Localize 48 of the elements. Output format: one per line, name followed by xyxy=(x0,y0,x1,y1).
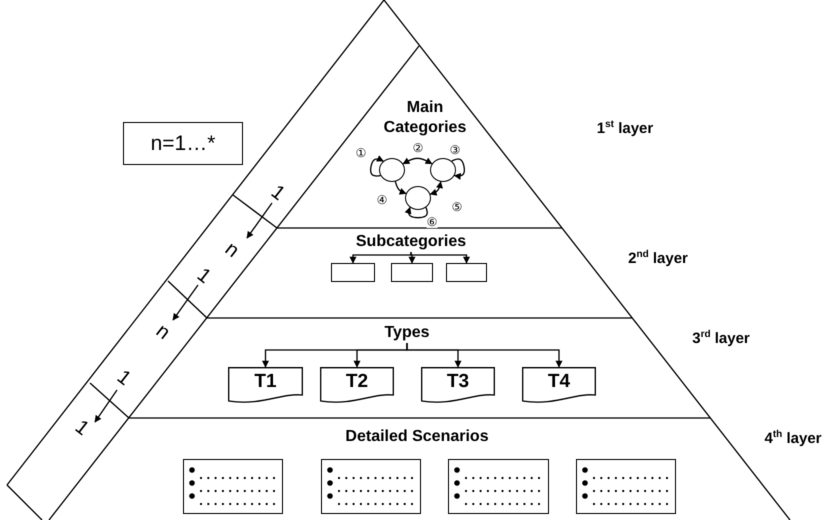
arrow xyxy=(402,158,433,164)
layer-label: 3$^{rd}$ layer xyxy=(692,330,750,346)
subcategory-box xyxy=(391,263,433,282)
arrow xyxy=(406,343,562,368)
cardinality-label: 1 xyxy=(193,264,215,288)
scenario-card xyxy=(183,459,283,514)
type-label: T3 xyxy=(446,371,470,393)
document-shape xyxy=(522,367,596,405)
subcategory-box xyxy=(446,263,487,282)
cardinality-label: n xyxy=(221,238,243,262)
notation-box: n=1…* xyxy=(123,122,243,165)
scenario-card xyxy=(321,459,421,514)
arrow xyxy=(451,158,465,180)
arrow xyxy=(370,155,384,177)
layer-label: 1$^{st}$ layer xyxy=(596,120,654,136)
arrow xyxy=(404,206,428,218)
layer-label: 2$^{nd}$ layer xyxy=(628,250,688,266)
scenario-card xyxy=(576,459,676,514)
cardinality-label: 1 xyxy=(267,182,289,204)
state-circle xyxy=(379,158,405,182)
edge-label: ① xyxy=(356,147,366,159)
type-label: T2 xyxy=(344,371,370,393)
state-circle xyxy=(405,186,431,210)
cardinality-label: 1 xyxy=(71,416,93,440)
scenario-card xyxy=(448,459,549,514)
state-circle xyxy=(430,158,456,182)
arrow xyxy=(394,181,407,195)
document-shape xyxy=(320,367,394,405)
layer-heading: Main Categories xyxy=(365,98,485,138)
layer-label: 4$^{th}$ layer xyxy=(764,430,822,446)
arrow xyxy=(430,181,443,196)
cardinality-label: 1 xyxy=(113,366,135,390)
edge-label: ③ xyxy=(450,144,460,156)
type-label: T4 xyxy=(546,371,572,393)
layer-heading: Detailed Scenarios xyxy=(345,427,489,447)
arrow xyxy=(410,252,470,264)
arrow xyxy=(350,252,412,264)
layer-heading: Subcategories xyxy=(356,232,466,252)
edge-label: ④ xyxy=(376,194,388,206)
edge-label: ② xyxy=(412,142,424,154)
document-shape xyxy=(228,367,303,405)
document-shape xyxy=(421,367,495,405)
type-label: T1 xyxy=(253,371,278,393)
cardinality-label: n xyxy=(152,320,174,344)
edge-label: ⑤ xyxy=(452,201,462,213)
edge-label: ⑥ xyxy=(426,216,438,228)
subcategory-box xyxy=(331,263,375,282)
layer-heading: Types xyxy=(384,323,430,343)
